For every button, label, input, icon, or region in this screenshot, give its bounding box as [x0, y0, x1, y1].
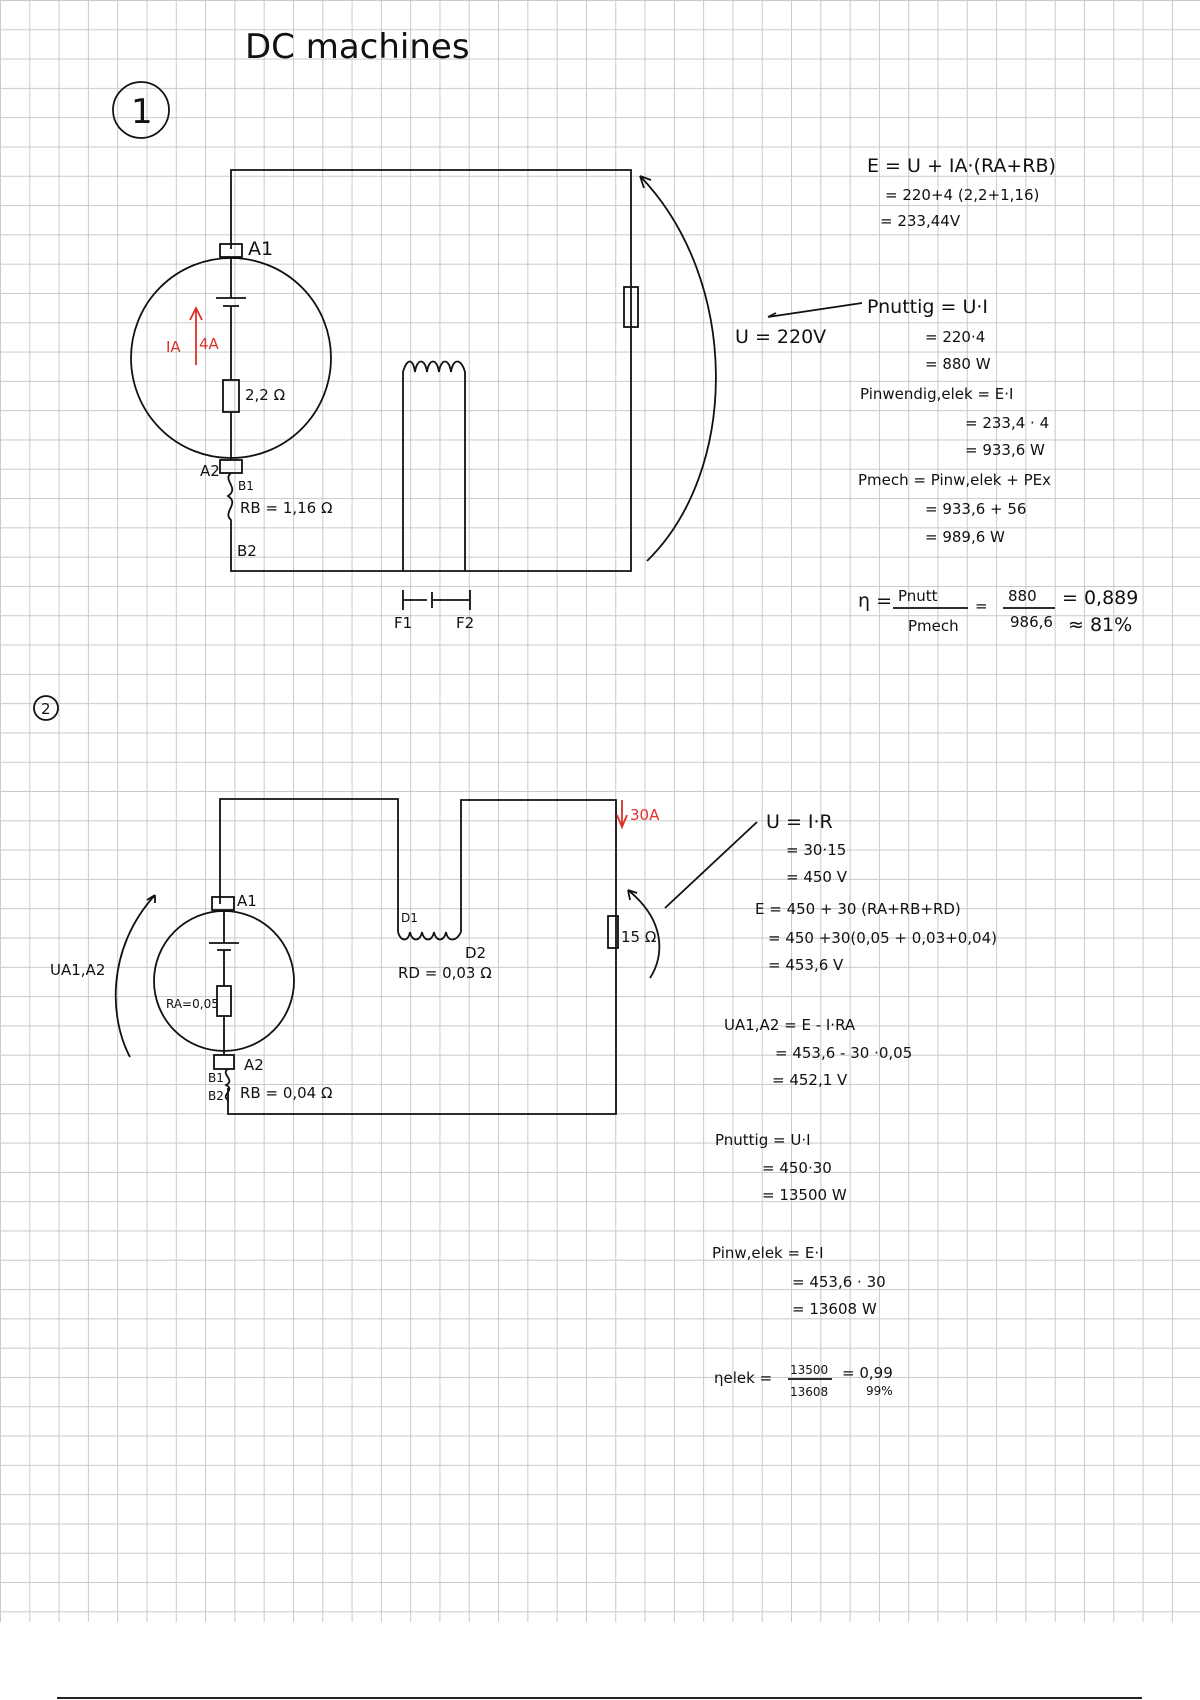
efficiency-1: η = Pnutt Pmech = 880 986,6 = 0,889 ≈ 81…	[858, 587, 1138, 636]
equation-line: = 220·4	[925, 328, 985, 346]
equation-line: = 880 W	[925, 355, 991, 373]
equation-line: Pinw,elek = E·I	[712, 1244, 824, 1262]
exercise-number: 1	[131, 92, 153, 132]
label-d2: D2	[465, 944, 486, 962]
brush-a1	[211, 896, 235, 911]
eta-symbol: η =	[858, 590, 892, 612]
series-winding	[226, 472, 234, 540]
exercise-number-circle	[112, 81, 170, 139]
label-a1: A1	[237, 892, 257, 910]
equation-line: = 933,6 + 56	[925, 500, 1026, 518]
equals-sign: =	[975, 597, 988, 615]
equation-line: = 453,6 · 30	[792, 1273, 886, 1291]
equation-line: = 233,44V	[880, 212, 961, 230]
label-load-resistance: 15 Ω	[621, 928, 656, 946]
efficiency-percent: ≈ 81%	[1068, 614, 1132, 636]
label-a2: A2	[244, 1056, 264, 1074]
fraction-denominator: 13608	[790, 1385, 828, 1399]
label-ra: RA=0,05	[166, 997, 219, 1011]
fraction-denominator: 986,6	[1010, 613, 1053, 631]
label-b1: B1	[238, 479, 254, 493]
equation-line: = 989,6 W	[925, 528, 1005, 546]
label-rd: RD = 0,03 Ω	[398, 964, 492, 982]
brush-a2	[213, 1054, 235, 1070]
label-a2: A2	[200, 462, 220, 480]
page-title: DC machines	[245, 27, 470, 67]
eta-symbol: ηelek =	[714, 1369, 772, 1387]
equation-line: = 30·15	[786, 841, 846, 859]
label-current: 30A	[630, 806, 660, 824]
efficiency-percent: 99%	[866, 1384, 893, 1398]
voltage-arrow	[639, 175, 717, 562]
label-d1: D1	[401, 911, 418, 925]
label-f2: F2	[456, 614, 474, 632]
equation-line: = 452,1 V	[772, 1071, 848, 1089]
series-field-coil	[397, 931, 462, 941]
label-u-a1a2: UA1,A2	[50, 961, 105, 979]
equation-line: = 220+4 (2,2+1,16)	[885, 186, 1039, 204]
circuit-diagram-1: A1 A2 B1 B2 IA 4A 2,2 Ω RB = 1,16 Ω F1 F…	[130, 169, 863, 632]
calculations-2: U = I·R = 30·15 = 450 V E = 450 + 30 (RA…	[712, 811, 997, 1399]
load-resistor	[607, 915, 619, 949]
fraction-numerator: 13500	[790, 1363, 828, 1377]
equation-line: = 933,6 W	[965, 441, 1045, 459]
armature-resistor	[216, 985, 232, 1017]
load-resistor	[623, 286, 639, 328]
equation-line: = 233,4 · 4	[965, 414, 1049, 432]
voltage-arrow-armature	[114, 894, 156, 1058]
equation-line: = 453,6 - 30 ·0,05	[775, 1044, 912, 1062]
equation-line: Pnuttig = U·I	[715, 1131, 811, 1149]
efficiency-result: = 0,889	[1062, 587, 1138, 609]
equation-line: E = 450 + 30 (RA+RB+RD)	[755, 900, 961, 918]
circuit-diagram-2: A1 A2 B1 B2 RA=0,05 RB = 0,04 Ω D1 D2 RD…	[50, 798, 758, 1115]
label-f1: F1	[394, 614, 412, 632]
label-ra: 2,2 Ω	[245, 386, 285, 404]
equation-line: = 13608 W	[792, 1300, 877, 1318]
equation-line: = 450 V	[786, 868, 848, 886]
equation-line: = 450 +30(0,05 + 0,03+0,04)	[768, 929, 997, 947]
voltage-arrow-load	[627, 889, 661, 979]
equation-line: UA1,A2 = E - I·RA	[724, 1016, 856, 1034]
label-rb: RB = 0,04 Ω	[240, 1084, 332, 1102]
equation-line: = 450·30	[762, 1159, 832, 1177]
exercise-number: 2	[41, 700, 51, 718]
label-rb: RB = 1,16 Ω	[240, 499, 332, 517]
exercise-1: 1 A1 A2 B1 B2 IA 4A 2,2 Ω RB = 1,16 Ω F1…	[112, 81, 1138, 636]
series-winding	[223, 1068, 231, 1101]
label-b2: B2	[208, 1089, 224, 1103]
equation-line: Pmech = Pinw,elek + PEx	[858, 471, 1051, 489]
label-u: U = 220V	[735, 326, 826, 348]
label-ia-value: 4A	[199, 335, 220, 353]
exercise-number-circle	[33, 695, 59, 721]
equation-line: = 13500 W	[762, 1186, 847, 1204]
brush-a2	[219, 459, 243, 474]
label-a1: A1	[248, 238, 273, 260]
label-b1: B1	[208, 1071, 224, 1085]
efficiency-2: ηelek = 13500 13608 = 0,99 99%	[714, 1363, 893, 1399]
page-bottom-rule	[57, 1697, 1142, 1699]
efficiency-result: = 0,99	[842, 1364, 893, 1382]
equation-line: E = U + IA·(RA+RB)	[867, 155, 1056, 177]
equation-line: U = I·R	[766, 811, 833, 833]
armature-resistor	[222, 379, 240, 413]
label-b2: B2	[237, 542, 257, 560]
fraction-numerator: Pnutt	[898, 587, 938, 605]
fraction-numerator: 880	[1008, 587, 1037, 605]
exercise-2: 2 A1 A2 B1 B2 RA=0,05 RB = 0,04 Ω D1 D2 …	[33, 695, 997, 1399]
calculations-1: E = U + IA·(RA+RB) = 220+4 (2,2+1,16) = …	[858, 155, 1138, 636]
equation-line: = 453,6 V	[768, 956, 844, 974]
equation-line: Pinwendig,elek = E·I	[860, 385, 1013, 403]
equation-line: Pnuttig = U·I	[867, 296, 988, 318]
grid-paper-background	[0, 0, 1200, 1622]
shunt-field-coil	[402, 360, 466, 571]
label-ia: IA	[166, 338, 181, 356]
fraction-denominator: Pmech	[908, 617, 959, 635]
